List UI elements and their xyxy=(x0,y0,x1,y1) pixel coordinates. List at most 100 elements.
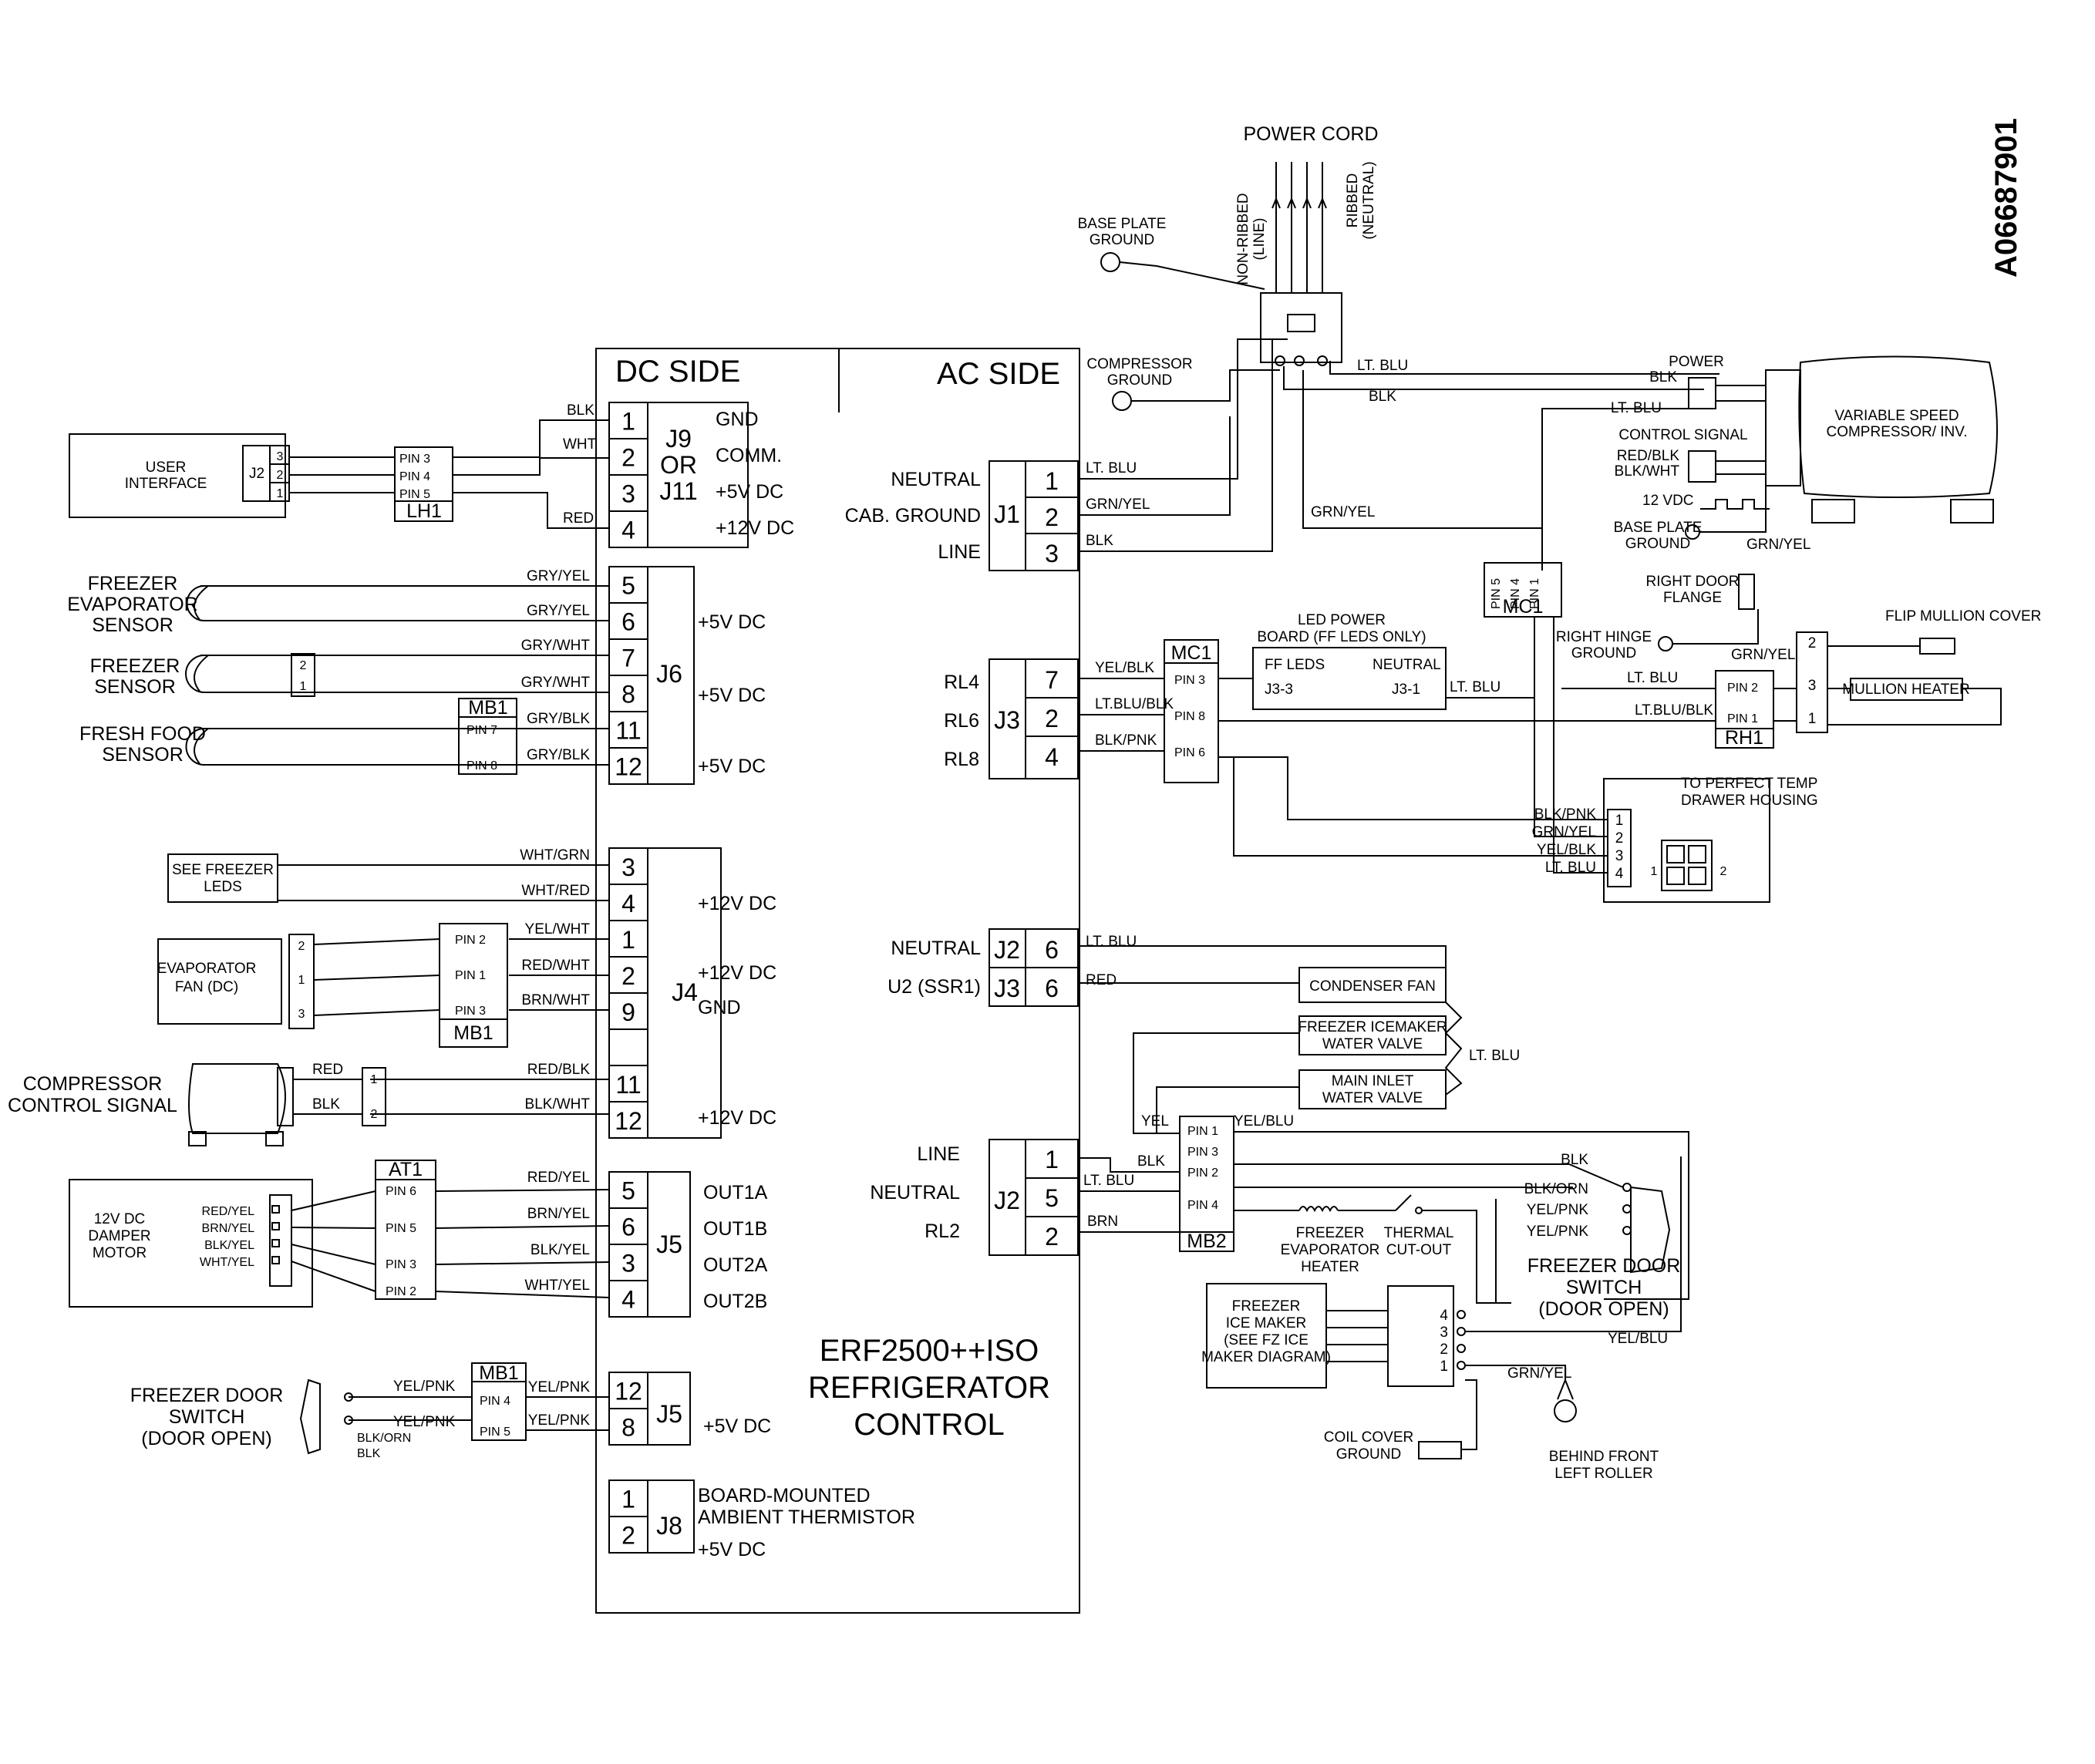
j3-label: RL4 xyxy=(944,672,979,693)
hinge-wire-label: GRN/YEL xyxy=(1731,647,1795,663)
switch-r-wire-label: YEL/PNK xyxy=(1527,1202,1589,1218)
j5b-wire-label: YEL/PNK xyxy=(528,1379,591,1395)
j8-pin-2: 2 xyxy=(621,1521,635,1549)
power-terminal xyxy=(1317,355,1328,366)
ac-row-wire-label: RED xyxy=(1086,972,1117,988)
mb1-fan-harness xyxy=(439,923,508,1048)
document-id: A06687901 xyxy=(1989,118,2023,278)
j4-pin-4: 4 xyxy=(621,890,635,917)
freezer-sensor-sensor-body xyxy=(185,655,205,693)
j9-label: GND xyxy=(716,409,759,430)
damper-wire xyxy=(291,1227,376,1229)
ac-side-label: AC SIDE xyxy=(937,357,1060,391)
rh1-wire-label: LT.BLU/BLK xyxy=(1635,702,1713,719)
power-terminal xyxy=(1275,355,1285,366)
freezer-sensor-plug xyxy=(291,653,315,697)
ice-terminal xyxy=(1457,1310,1466,1319)
mb2-pin: PIN 1 xyxy=(1187,1125,1218,1138)
ice-maker-box xyxy=(1206,1283,1327,1389)
ff-leds-label: FF LEDS xyxy=(1265,657,1325,673)
j4-label: GND xyxy=(698,997,741,1018)
comp-wire-label: RED xyxy=(312,1062,343,1078)
j1-pin: 2 xyxy=(1045,503,1059,531)
compressor-foot xyxy=(188,1131,207,1146)
power-grn-wire xyxy=(1302,370,1543,571)
j6-wire-label: GRY/BLK xyxy=(527,711,590,727)
j2-pin: 5 xyxy=(1045,1184,1059,1212)
mullion-conn-pin: 2 xyxy=(1808,635,1817,651)
comp-wire-label: RED/BLK xyxy=(1617,448,1680,464)
mc1-j3-pin: PIN 6 xyxy=(1174,746,1205,759)
j5b-pin-12: 12 xyxy=(615,1377,642,1405)
j6-wire-label: GRY/YEL xyxy=(527,603,590,619)
mullion-conn-pin: 1 xyxy=(1808,711,1817,727)
j4-wire-label: BLK/WHT xyxy=(525,1096,591,1113)
compressor-signal-body xyxy=(188,1063,286,1134)
arrow xyxy=(1271,197,1281,209)
rh1-pin: PIN 1 xyxy=(1727,712,1758,725)
damper-wire-label: BRN/YEL xyxy=(202,1222,255,1235)
rh1-label: RH1 xyxy=(1725,727,1763,749)
j3-label: RL8 xyxy=(944,749,979,770)
coil-cover-lug xyxy=(1418,1441,1462,1459)
j2-wire-label: BLK xyxy=(1137,1153,1165,1170)
j5-label: OUT1A xyxy=(703,1182,768,1203)
damper-pin xyxy=(271,1239,280,1247)
j4-name: J4 xyxy=(672,978,698,1006)
j6-wire-label: GRY/WHT xyxy=(521,675,591,691)
j6-label: +5V DC xyxy=(698,685,766,706)
j6-pin-5: 5 xyxy=(621,571,635,599)
vdc-label: 12 VDC xyxy=(1642,493,1694,509)
mb1-switch-label: MB1 xyxy=(479,1362,518,1384)
drawer-pin-strip xyxy=(1607,809,1632,887)
mb2-harness xyxy=(1179,1116,1234,1252)
comp-plug xyxy=(362,1067,386,1126)
damper-box xyxy=(69,1179,313,1308)
led-wire-label: LT. BLU xyxy=(1450,679,1501,695)
freezer-evap-sensor-sensor-body xyxy=(186,585,205,621)
damper-wire-label: RED/YEL xyxy=(202,1205,255,1218)
at1-label: AT1 xyxy=(389,1159,423,1180)
ui-plug xyxy=(242,445,290,502)
j5-wire-label: BRN/YEL xyxy=(527,1206,590,1222)
ac-row-conn: J2 xyxy=(994,936,1020,964)
drawer-plug-pin: 1 xyxy=(1651,865,1658,878)
switch-r-wire-label: YEL/PNK xyxy=(1527,1224,1589,1240)
condenser-fan-box xyxy=(1298,967,1447,1003)
flip-mullion-heater xyxy=(1919,638,1955,655)
control-signal-connector xyxy=(1688,450,1716,483)
arrow xyxy=(1302,197,1312,209)
j6-pin-11: 11 xyxy=(615,716,641,744)
j5-name: J5 xyxy=(656,1230,682,1258)
j1-wire-label: BLK xyxy=(1086,533,1113,549)
switch-r-wire-label: BLK/ORN xyxy=(1524,1181,1588,1197)
mb1-fan-label: MB1 xyxy=(453,1022,493,1044)
j4-wire-label: WHT/GRN xyxy=(520,847,590,863)
valve-return-wire xyxy=(1444,1002,1463,1096)
door-switch-right-body xyxy=(1630,1186,1671,1274)
led-neutral-label: NEUTRAL xyxy=(1373,657,1441,673)
damper-wire-label: WHT/YEL xyxy=(200,1256,254,1269)
lh1-label: LH1 xyxy=(406,500,442,522)
base-plate-ground-wire xyxy=(1119,261,1265,290)
j2-wire-label: BRN xyxy=(1087,1214,1118,1230)
door-switch-left-body xyxy=(299,1379,321,1455)
lh1-pin: PIN 3 xyxy=(399,453,430,466)
valve-wire-label: LT. BLU xyxy=(1469,1048,1520,1064)
vs-compressor-plug xyxy=(1765,369,1801,486)
comp-ground-wire-label: GRN/YEL xyxy=(1746,537,1810,553)
j5-label: OUT1B xyxy=(703,1218,767,1240)
mullion-heater-return xyxy=(1827,688,2002,725)
cutout-contact xyxy=(1415,1207,1423,1214)
j8-name: J8 xyxy=(656,1512,682,1540)
power-label: POWER xyxy=(1669,354,1724,370)
j3-pin: 7 xyxy=(1045,666,1059,694)
